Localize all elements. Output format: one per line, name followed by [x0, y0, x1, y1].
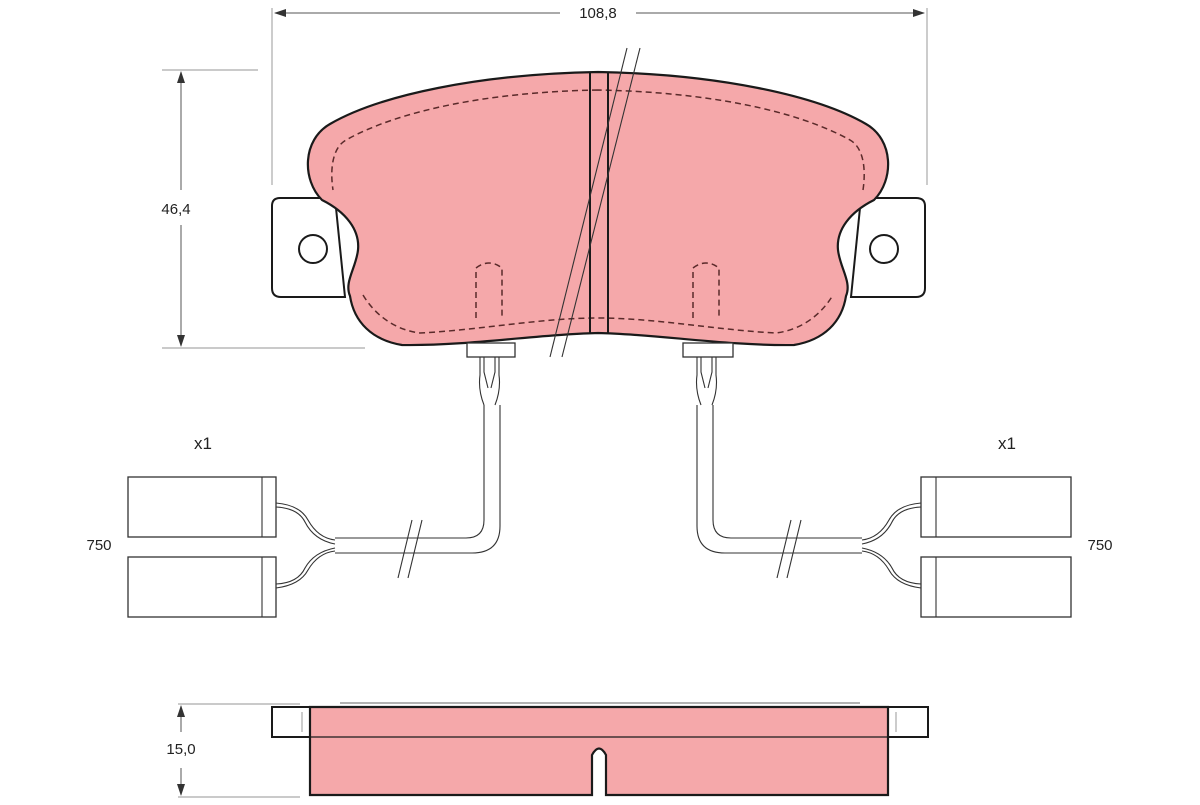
right-length: 750 — [1087, 537, 1112, 554]
backing-plate-outline — [331, 89, 865, 334]
mounting-tab-right — [849, 197, 926, 298]
brake-pad-friction — [306, 70, 890, 347]
left-quantity: x1 — [194, 434, 212, 453]
wear-sensor-right: x1 750 — [682, 342, 1113, 618]
width-dimension: 108,8 — [271, 5, 928, 185]
sensor-pin-right — [692, 262, 720, 318]
thickness-value: 15,0 — [166, 741, 195, 758]
mounting-hole-icon — [298, 234, 328, 264]
width-value: 108,8 — [579, 5, 617, 22]
chamfer-line — [549, 47, 628, 358]
mounting-hole-icon — [869, 234, 899, 264]
height-value: 46,4 — [161, 201, 190, 218]
chamfer-line — [561, 47, 641, 358]
mounting-tab-left — [271, 197, 347, 298]
side-view: 15,0 — [166, 702, 929, 798]
height-dimension: 46,4 — [161, 69, 365, 349]
right-quantity: x1 — [998, 434, 1016, 453]
wear-sensor-left: x1 750 — [86, 342, 516, 618]
sensor-pin-left — [475, 262, 503, 318]
left-length: 750 — [86, 537, 111, 554]
